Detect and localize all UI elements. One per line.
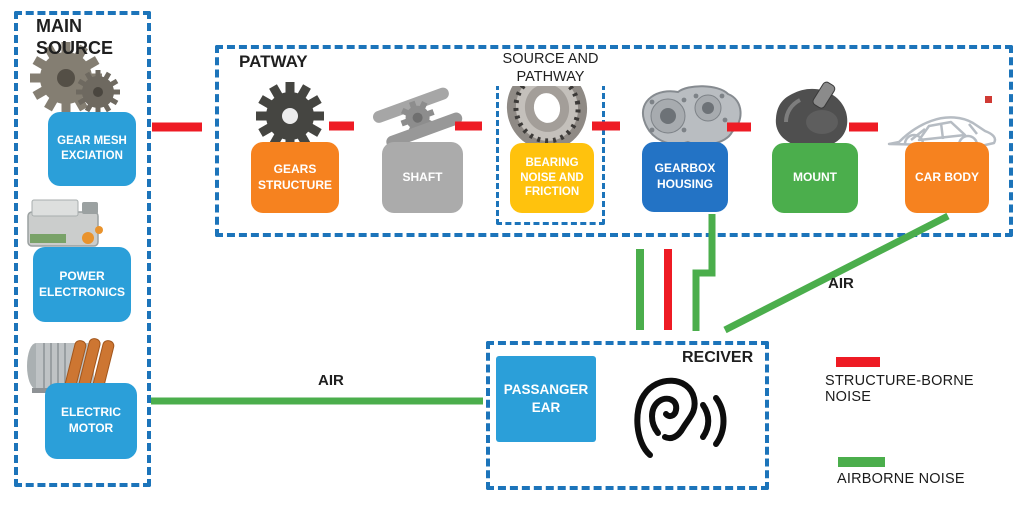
pathway-title: PATWAY — [239, 52, 308, 71]
gearbox-housing-icon — [630, 82, 748, 157]
mount-box: MOUNT — [772, 143, 858, 213]
main-source-panel — [14, 11, 151, 487]
electric-motor-icon — [22, 328, 122, 403]
dark-gear-icon — [246, 80, 334, 155]
power-electronics-box: POWER ELECTRONICS — [33, 247, 131, 322]
ear-icon — [623, 364, 733, 473]
shaft-box: SHAFT — [382, 142, 463, 213]
air-label-right: AIR — [828, 275, 854, 292]
bearing-noise-box: BEARING NOISE AND FRICTION — [510, 143, 594, 213]
bearing-icon — [497, 64, 597, 157]
power-electronics-icon — [24, 190, 109, 257]
source-and-pathway-title: SOURCE AND PATHWAY — [492, 50, 609, 87]
receiver-title: RECIVER — [682, 349, 754, 366]
air-label-left: AIR — [318, 372, 344, 389]
receiver-panel — [486, 341, 769, 490]
car-body-box: CAR BODY — [905, 142, 989, 213]
gearbox-housing-box: GEARBOX HOUSING — [642, 142, 728, 212]
legend-structure-borne-label: STRUCTURE-BORNE NOISE — [825, 373, 974, 405]
main-source-title: MAIN SOURCE — [36, 16, 114, 58]
pathway-panel — [215, 45, 1013, 237]
shaft-icon — [370, 86, 465, 157]
car-body-icon — [881, 90, 1003, 165]
mount-icon — [762, 80, 860, 157]
gear-pair-icon — [28, 40, 123, 125]
gear-mesh-excitation-box: GEAR MESH EXCIATION — [48, 112, 136, 186]
gears-structure-box: GEARS STRUCTURE — [251, 142, 339, 213]
electric-motor-box: ELECTRIC MOTOR — [45, 383, 137, 459]
legend-airborne-label: AIRBORNE NOISE — [837, 471, 965, 487]
passenger-ear-box: PASSANGER EAR — [496, 356, 596, 442]
